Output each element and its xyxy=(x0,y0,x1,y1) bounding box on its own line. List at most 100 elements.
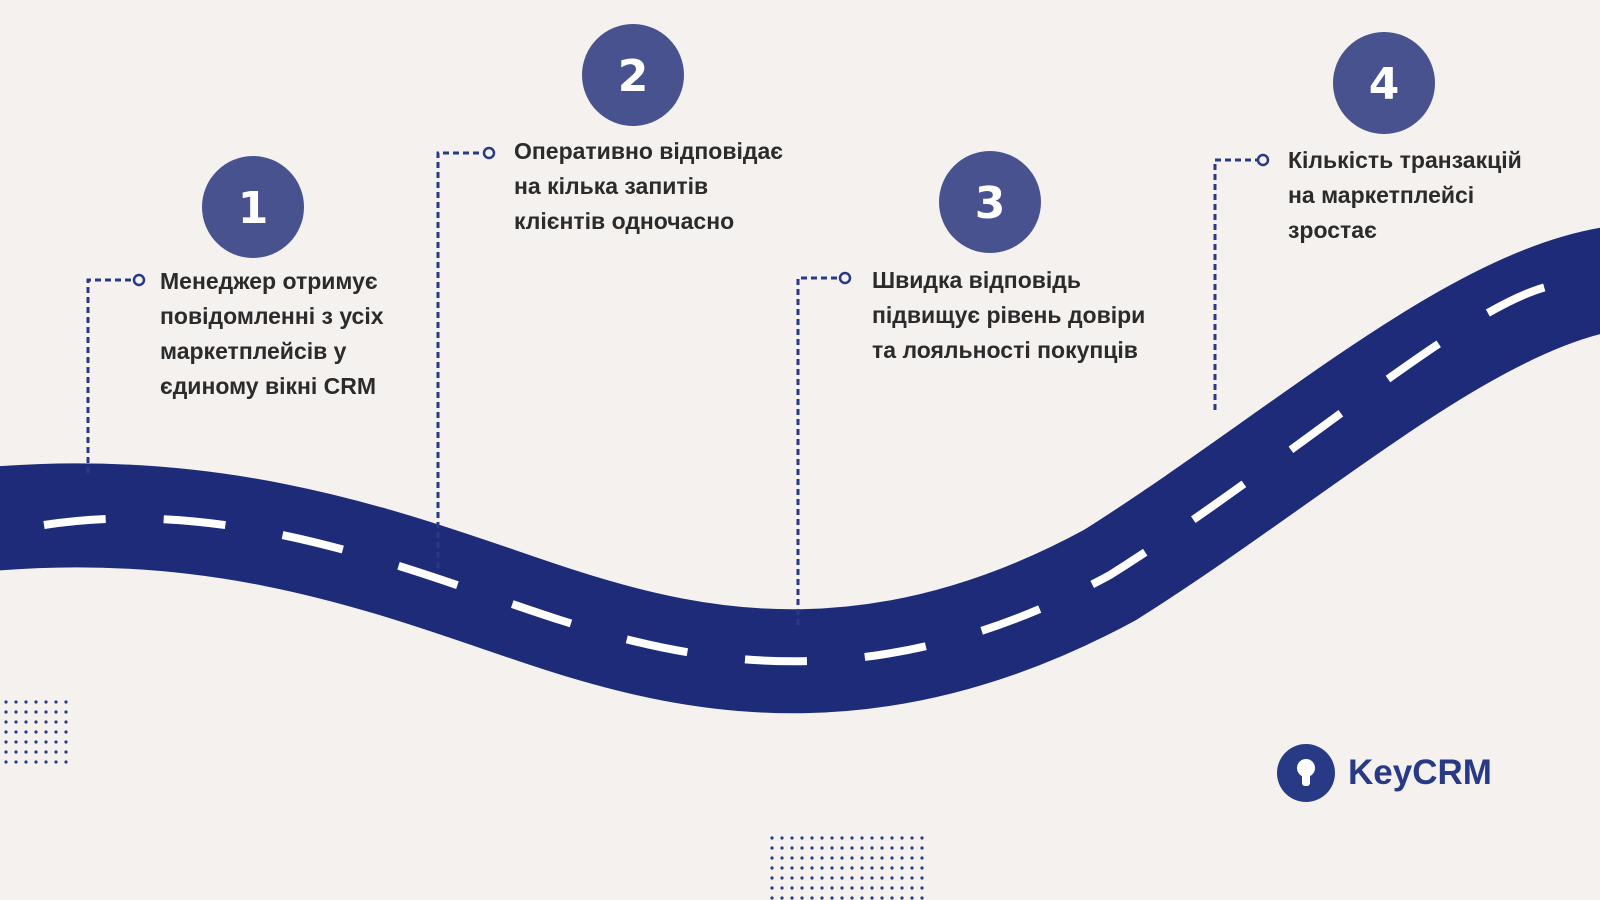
decor-dot xyxy=(920,876,924,880)
decor-dot xyxy=(860,836,864,840)
decor-dot xyxy=(4,720,8,724)
step-number-4: 4 xyxy=(1369,59,1400,110)
decor-dot xyxy=(44,760,48,764)
decor-dot xyxy=(44,740,48,744)
decor-dot xyxy=(800,886,804,890)
decor-dot xyxy=(44,730,48,734)
decor-dot xyxy=(780,856,784,860)
decor-dot xyxy=(900,836,904,840)
decor-dot xyxy=(850,836,854,840)
decor-dot xyxy=(780,896,784,900)
decor-dot xyxy=(800,846,804,850)
dot-grid-decoration-bottom xyxy=(770,836,924,900)
decor-dot xyxy=(800,866,804,870)
decor-dot xyxy=(54,700,58,704)
decor-dot xyxy=(850,896,854,900)
decor-dot xyxy=(34,700,38,704)
decor-dot xyxy=(870,866,874,870)
decor-dot xyxy=(34,740,38,744)
decor-dot xyxy=(14,730,18,734)
decor-dot xyxy=(860,846,864,850)
decor-dot xyxy=(920,846,924,850)
decor-dot xyxy=(860,886,864,890)
decor-dot xyxy=(890,886,894,890)
step-3-line: та лояльності покупців xyxy=(872,337,1138,363)
decor-dot xyxy=(770,846,774,850)
step-1-line: повідомленні з усіх xyxy=(160,303,384,329)
decor-dot xyxy=(840,836,844,840)
decor-dot xyxy=(850,886,854,890)
decor-dot xyxy=(54,750,58,754)
decor-dot xyxy=(900,896,904,900)
decor-dot xyxy=(850,846,854,850)
decor-dot xyxy=(34,760,38,764)
decor-dot xyxy=(64,740,68,744)
decor-dot xyxy=(860,896,864,900)
decor-dot xyxy=(64,760,68,764)
decor-dot xyxy=(780,866,784,870)
decor-dot xyxy=(44,720,48,724)
decor-dot xyxy=(880,876,884,880)
decor-dot xyxy=(810,876,814,880)
decor-dot xyxy=(910,846,914,850)
decor-dot xyxy=(820,896,824,900)
decor-dot xyxy=(890,836,894,840)
step-4-description: Кількість транзакцій на маркетплейсі зро… xyxy=(1288,143,1522,248)
decor-dot xyxy=(4,740,8,744)
decor-dot xyxy=(34,720,38,724)
decor-dot xyxy=(4,760,8,764)
decor-dot xyxy=(810,866,814,870)
keyhole-icon xyxy=(1277,744,1335,802)
decor-dot xyxy=(770,866,774,870)
decor-dot xyxy=(840,886,844,890)
decor-dot xyxy=(870,896,874,900)
decor-dot xyxy=(920,836,924,840)
step-number-2: 2 xyxy=(618,51,649,102)
decor-dot xyxy=(14,710,18,714)
decor-dot xyxy=(810,896,814,900)
decor-dot xyxy=(770,856,774,860)
decor-dot xyxy=(890,856,894,860)
connector-4 xyxy=(1213,153,1270,410)
decor-dot xyxy=(820,886,824,890)
brand-name: KeyCRM xyxy=(1348,753,1492,792)
decor-dot xyxy=(34,730,38,734)
decor-dot xyxy=(44,710,48,714)
decor-dot xyxy=(920,886,924,890)
decor-dot xyxy=(54,760,58,764)
step-2-line: Оперативно відповідає xyxy=(514,138,783,164)
decor-dot xyxy=(850,856,854,860)
decor-dot xyxy=(830,896,834,900)
decor-dot xyxy=(890,846,894,850)
decor-dot xyxy=(24,730,28,734)
decor-dot xyxy=(850,866,854,870)
decor-dot xyxy=(870,876,874,880)
decor-dot xyxy=(910,866,914,870)
decor-dot xyxy=(900,856,904,860)
decor-dot xyxy=(14,760,18,764)
decor-dot xyxy=(780,846,784,850)
step-1-line: єдиному вікні CRM xyxy=(160,373,377,399)
step-3-line: підвищує рівень довіри xyxy=(872,302,1146,328)
decor-dot xyxy=(920,896,924,900)
decor-dot xyxy=(850,876,854,880)
decor-dot xyxy=(840,846,844,850)
step-badge-2: 2 xyxy=(582,24,684,126)
decor-dot xyxy=(860,876,864,880)
decor-dot xyxy=(790,856,794,860)
step-badge-1: 1 xyxy=(202,156,304,258)
decor-dot xyxy=(890,866,894,870)
decor-dot xyxy=(900,866,904,870)
decor-dot xyxy=(770,836,774,840)
step-1-description: Менеджер отримує повідомленні з усіх мар… xyxy=(160,264,384,404)
decor-dot xyxy=(820,876,824,880)
decor-dot xyxy=(910,896,914,900)
decor-dot xyxy=(860,866,864,870)
decor-dot xyxy=(900,886,904,890)
decor-dot xyxy=(880,896,884,900)
decor-dot xyxy=(790,846,794,850)
decor-dot xyxy=(830,886,834,890)
decor-dot xyxy=(800,896,804,900)
decor-dot xyxy=(820,856,824,860)
